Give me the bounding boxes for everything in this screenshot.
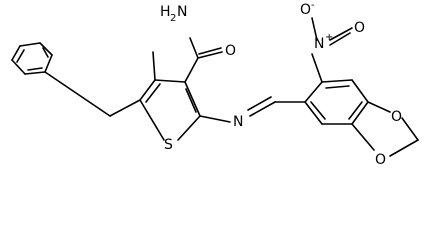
- amide-h2-subscript: 2: [170, 13, 176, 24]
- amide-n-label: N: [177, 4, 187, 20]
- molecule-structure: H 2 N O N S N + O - O O O: [11, 0, 419, 168]
- nitro-o-minus-label: O: [300, 2, 311, 18]
- amide-o-label: O: [225, 43, 236, 59]
- bonds: [11, 17, 419, 157]
- thiophene-s-label: S: [164, 137, 173, 153]
- nitro-o-label: O: [354, 20, 365, 36]
- amide-h-label: H: [160, 4, 171, 20]
- dioxole-o2-label: O: [375, 152, 386, 168]
- nitro-n-label: N: [314, 36, 324, 52]
- nitro-n-plus: +: [325, 32, 333, 43]
- nitro-o-minus-charge: -: [311, 0, 315, 11]
- structure-canvas: H 2 N O N S N + O - O O O: [11, 0, 419, 168]
- dioxole-o1-label: O: [391, 109, 402, 125]
- imine-n-label: N: [233, 114, 243, 130]
